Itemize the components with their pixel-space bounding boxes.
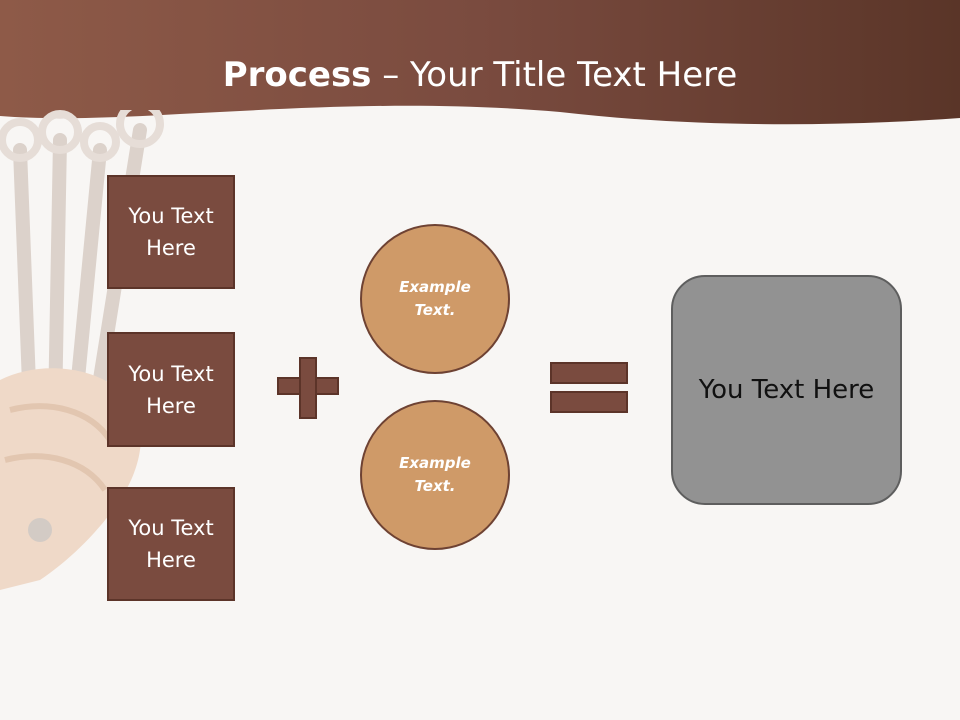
slide-title: Process – Your Title Text Here: [0, 52, 960, 98]
title-bold: Process: [222, 55, 372, 95]
text-box-3-label: You Text Here: [128, 516, 214, 572]
example-circle-1-label: Example Text.: [399, 278, 471, 319]
header-band: [0, 0, 960, 125]
text-box-2-label: You Text Here: [128, 361, 214, 418]
text-box-3[interactable]: You Text Here: [107, 487, 235, 601]
equals-bottom-bar: [550, 391, 628, 413]
result-box[interactable]: You Text Here: [671, 275, 902, 505]
text-box-1[interactable]: You Text Here: [107, 175, 235, 289]
example-circle-1[interactable]: Example Text.: [360, 224, 510, 374]
example-circle-2-label: Example Text.: [399, 454, 471, 495]
title-rest: – Your Title Text Here: [371, 55, 738, 95]
text-box-1-label: You Text Here: [128, 204, 214, 260]
equals-top-bar: [550, 362, 628, 384]
example-circle-2[interactable]: Example Text.: [360, 400, 510, 550]
plus-vertical-bar: [299, 357, 317, 419]
result-box-label: You Text Here: [698, 375, 875, 405]
text-box-2[interactable]: You Text Here: [107, 332, 235, 447]
